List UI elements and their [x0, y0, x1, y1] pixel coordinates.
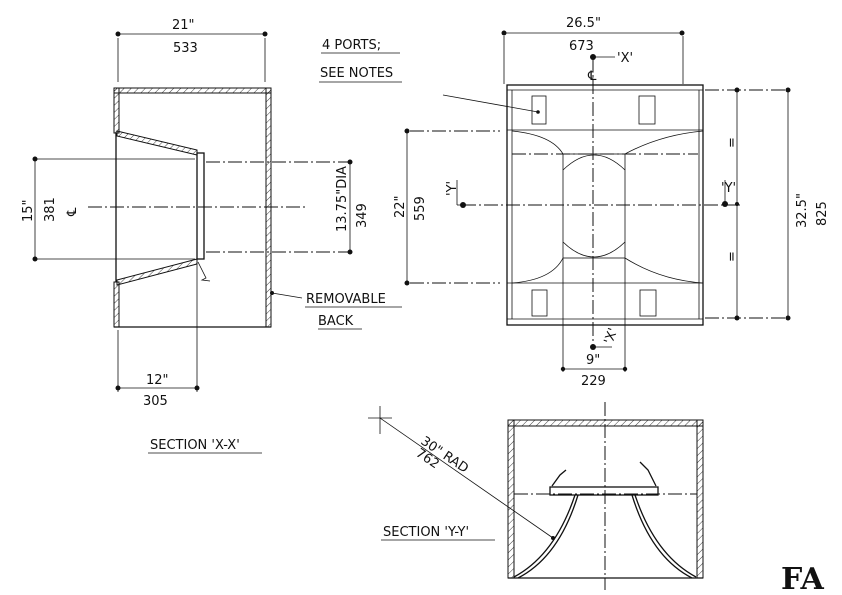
mouth-mm-label: 381 — [43, 197, 58, 222]
throat-in-label: 13.75"DIA — [335, 166, 350, 232]
throat-mm-label: 349 — [355, 203, 370, 228]
left-panel — [507, 419, 515, 579]
equal-mark: = — [725, 251, 740, 262]
y-marker-right: 'Y' — [721, 181, 736, 196]
driver-plate — [196, 152, 205, 260]
y-marker-left: 'Y' — [445, 181, 460, 196]
x-marker-bottom: 'X' — [602, 326, 622, 346]
port — [638, 95, 656, 125]
section-yy-title: SECTION 'Y-Y' — [383, 525, 469, 540]
radius-leader — [379, 417, 554, 539]
depth-in-label: 12" — [146, 373, 169, 388]
port — [639, 289, 657, 317]
section-yy-view: 30" RAD 762 SECTION 'Y-Y' — [368, 402, 704, 590]
depth-mm-label: 305 — [143, 394, 168, 409]
mouth-in-label: 15" — [21, 199, 36, 222]
width-mm-label: 673 — [569, 39, 594, 54]
width-mm-label: 533 — [173, 41, 198, 56]
mouth-in-label: 22" — [393, 195, 408, 218]
centerline-mark: ℄ — [65, 207, 80, 217]
driver-plate — [549, 486, 659, 496]
fane-logo: FA — [781, 562, 825, 595]
front-panel-upper — [113, 87, 120, 134]
centerline-mark: ℄ — [587, 69, 597, 84]
back-label: BACK — [318, 314, 354, 329]
width-in-label: 21" — [172, 18, 195, 33]
see-notes-label: SEE NOTES — [320, 66, 393, 81]
horn-wall-lower — [116, 258, 198, 286]
mouth-mm-label: 559 — [413, 196, 428, 221]
height-mm-label: 825 — [815, 201, 830, 226]
port — [531, 95, 547, 125]
equal-mark: = — [725, 137, 740, 148]
right-panel — [696, 419, 704, 579]
ports-label: 4 PORTS; — [322, 38, 381, 53]
throat-in-label: 9" — [586, 353, 600, 368]
section-xx-title: SECTION 'X-X' — [150, 438, 240, 453]
section-xx-view: 21" 533 15" 381 ℄ 13.75"DIA 349 REMOVABL… — [21, 18, 402, 454]
front-view: 4 PORTS; SEE NOTES 26.5" 673 'X' ℄ 'X' '… — [319, 16, 830, 389]
horn-throat — [562, 153, 626, 259]
width-in-label: 26.5" — [566, 16, 601, 31]
port — [531, 289, 548, 317]
height-in-label: 32.5" — [795, 193, 810, 228]
removable-label: REMOVABLE — [306, 292, 386, 307]
front-panel-lower — [113, 281, 120, 328]
x-marker-top: 'X' — [617, 51, 633, 66]
throat-mm-label: 229 — [581, 374, 606, 389]
top-panel — [113, 87, 272, 94]
horn-wall-upper — [116, 130, 198, 156]
